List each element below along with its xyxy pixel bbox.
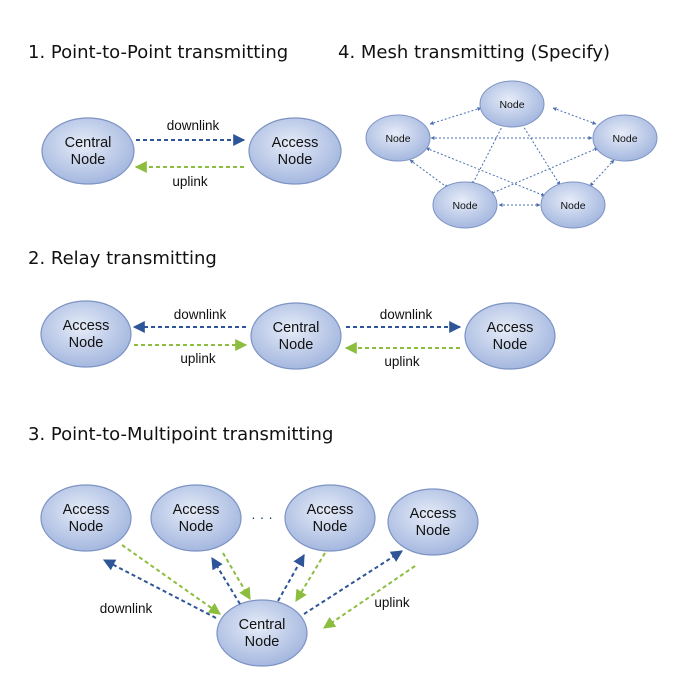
mesh-node-label: Node [499, 99, 524, 111]
p2p-access-node: Access Node [248, 117, 342, 185]
p2mp-uplink-label: uplink [374, 595, 410, 610]
p2p-downlink-label: downlink [167, 118, 220, 133]
p2mp-uplink-arrow-2 [222, 552, 251, 601]
p2p-central-node: Central Node [41, 117, 135, 185]
section-title-point-to-multipoint: 3. Point-to-Multipoint transmitting [28, 424, 333, 445]
p2mp-downlink-arrow-1 [102, 559, 217, 619]
node-label-line2: Node [69, 335, 104, 351]
p2mp-downlink-arrow-4 [303, 550, 404, 615]
node-label-line2: Node [69, 519, 104, 535]
p2mp-access-node-1: Access Node [40, 484, 132, 552]
relay-right-uplink-label: uplink [384, 354, 420, 369]
section-title-relay: 2. Relay transmitting [28, 248, 217, 269]
node-label-line2: Node [313, 519, 348, 535]
p2mp-access-node-4: Access Node [387, 488, 479, 556]
relay-left-access-node: Access Node [40, 300, 132, 368]
p2mp-access-node-3: Access Node [284, 484, 376, 552]
relay-left-uplink-label: uplink [180, 351, 216, 366]
mesh-node-label: Node [612, 133, 637, 145]
mesh-node-bottom-left: Node [432, 181, 498, 229]
node-label-line2: Node [278, 152, 313, 168]
node-label-line1: Access [272, 135, 319, 151]
node-label-line1: Access [63, 502, 110, 518]
node-label-line2: Node [279, 337, 314, 353]
mesh-node-label: Node [385, 133, 410, 145]
relay-right-downlink-label: downlink [380, 307, 433, 322]
p2p-uplink-label: uplink [172, 174, 208, 189]
node-label-line2: Node [493, 337, 528, 353]
relay-left-downlink-label: downlink [174, 307, 227, 322]
mesh-node-top: Node [479, 80, 545, 128]
mesh-node-right: Node [592, 114, 658, 162]
p2mp-uplink-arrow-4 [323, 565, 416, 629]
mesh-node-label: Node [452, 200, 477, 212]
p2mp-downlink-label: downlink [100, 601, 153, 616]
mesh-node-left: Node [365, 114, 431, 162]
p2mp-uplink-arrow-1 [121, 544, 221, 615]
node-label-line2: Node [416, 523, 451, 539]
relay-central-node: Central Node [250, 302, 342, 370]
node-label-line2: Node [179, 519, 214, 535]
p2mp-central-node: Central Node [216, 599, 308, 667]
p2mp-downlink-arrow-2 [211, 556, 241, 605]
p2mp-ellipsis: · · · [251, 509, 273, 525]
p2mp-access-node-2: Access Node [150, 484, 242, 552]
node-label-line2: Node [245, 634, 280, 650]
node-label-line1: Central [65, 135, 112, 151]
node-label-line1: Access [307, 502, 354, 518]
p2mp-uplink-arrow-3 [295, 552, 326, 603]
node-label-line2: Node [71, 152, 106, 168]
section-title-mesh: 4. Mesh transmitting (Specify) [338, 42, 610, 63]
relay-right-access-node: Access Node [464, 302, 556, 370]
node-label-line1: Access [410, 506, 457, 522]
section-title-point-to-point: 1. Point-to-Point transmitting [28, 42, 288, 63]
mesh-edges [409, 107, 615, 207]
mesh-node-label: Node [560, 200, 585, 212]
node-label-line1: Central [273, 320, 320, 336]
node-label-line1: Access [63, 318, 110, 334]
node-label-line1: Central [239, 617, 286, 633]
p2mp-downlink-arrow-3 [277, 553, 305, 602]
node-label-line1: Access [487, 320, 534, 336]
node-label-line1: Access [173, 502, 220, 518]
mesh-node-bottom-right: Node [540, 181, 606, 229]
